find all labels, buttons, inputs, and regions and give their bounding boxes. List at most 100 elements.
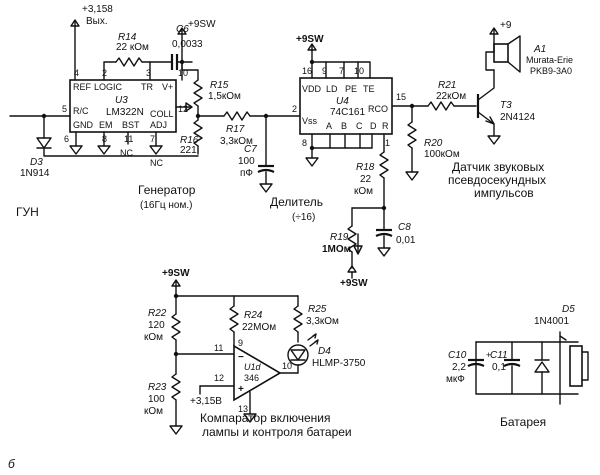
detector-supply: +9 — [500, 20, 512, 31]
u3-pin-7: 7 — [150, 134, 155, 144]
r21-ref: R21 — [438, 80, 456, 91]
r25-value: 3,3кОм — [306, 316, 339, 327]
r24-ref: R24 — [244, 310, 263, 321]
d3-ref: D3 — [30, 157, 43, 168]
u4-pin-2: 2 — [292, 104, 297, 114]
u1d-plus: + — [238, 384, 244, 395]
u3-pin-12: 12 — [178, 104, 188, 114]
u1d-pin-13: 13 — [238, 404, 248, 414]
d5-ref: D5 — [562, 304, 575, 315]
d4-led — [287, 344, 309, 366]
comparator-caption-1: Компаратор включения — [200, 411, 330, 425]
c11-value: 0,1 — [492, 362, 506, 373]
u3-pin-4: 4 — [74, 68, 79, 78]
c8-value: 0,01 — [396, 235, 416, 246]
c11-ref: C11 — [490, 350, 508, 361]
c10-value-2: мкФ — [446, 374, 465, 385]
u3-pin-coll: COLL — [150, 109, 174, 119]
comparator-section: +9SW R22 120 кОм R23 100 кОм R24 22МОм 9… — [144, 268, 366, 439]
u4-pin-pe: PE — [345, 84, 357, 94]
generator-out-voltage: +3,158 — [82, 4, 113, 15]
u3-pin-gnd: GND — [73, 120, 94, 130]
generator-out-label: Вых. — [86, 16, 108, 27]
divider-caption-2: (÷16) — [292, 212, 315, 223]
detector-caption-1: Датчик звуковых — [452, 160, 544, 174]
r18-ref: R18 — [356, 162, 375, 173]
d3-part: 1N914 — [20, 168, 50, 179]
a1-buzzer — [493, 43, 509, 63]
r22-value-2: кОм — [144, 332, 163, 343]
comparator-vref: +3,15В — [190, 396, 222, 407]
u3-pin-em: EM — [99, 120, 113, 130]
a1-ref: A1 — [533, 44, 546, 55]
u1d-minus: − — [238, 352, 244, 363]
r23-value-2: кОм — [144, 406, 163, 417]
divider-section: U4 74C161 VDD LD PE TE RCO Vss A B C D R… — [270, 34, 416, 289]
r14-ref: R14 — [118, 32, 137, 43]
r16-ref: R16 — [180, 135, 199, 146]
r22-ref: R22 — [148, 308, 167, 319]
r21-value: 22кОм — [436, 91, 466, 102]
u3-pin-tr: TR — [141, 82, 153, 92]
a1-part-1: Murata-Erie — [526, 55, 573, 65]
t3-ref: T3 — [500, 100, 512, 111]
u4-pin-vss: Vss — [302, 116, 318, 126]
divider-supply-top: +9SW — [296, 34, 324, 45]
d4-part: HLMP-3750 — [312, 358, 366, 369]
u3-nc-1: NC — [120, 148, 133, 158]
r23-value-1: 100 — [148, 394, 165, 405]
c8-ref: C8 — [398, 222, 411, 233]
comparator-caption-2: лампы и контроля батареи — [202, 425, 352, 439]
battery-caption: Батарея — [500, 415, 546, 429]
u3-pin-10: 10 — [178, 68, 188, 78]
r19-ref: R19 — [330, 232, 349, 243]
u3-pin-5: 5 — [62, 104, 67, 114]
generator-supply: +9SW — [188, 19, 216, 30]
u3-pin-refl: REF — [73, 82, 92, 92]
u1d-pin-10: 10 — [282, 361, 292, 371]
r17-ref: R17 — [226, 124, 245, 135]
u4-pin-r: R — [382, 121, 389, 131]
generator-caption-1: Генератор — [138, 183, 196, 197]
c6-value: 0,0033 — [172, 39, 203, 50]
comparator-supply: +9SW — [162, 268, 190, 279]
c10-ref: C10 — [448, 350, 467, 361]
u3-pin-vplus: V+ — [162, 82, 173, 92]
r22-value-1: 120 — [148, 320, 165, 331]
t3-part: 2N4124 — [500, 112, 535, 123]
detector-section: R21 22кОм R20 100кОм T3 2N4124 +9 A1 Mur… — [391, 20, 573, 200]
u4-pin-vdd: VDD — [302, 84, 322, 94]
u4-pin-rco: RCO — [368, 104, 388, 114]
u4-pin-8: 8 — [302, 138, 307, 148]
r14-value: 22 кОм — [116, 42, 149, 53]
c7-value-1: 100 — [238, 156, 255, 167]
u4-pin-b: B — [341, 121, 347, 131]
r23-ref: R23 — [148, 382, 167, 393]
r17-value: 3,3кОм — [220, 136, 253, 147]
c10-plus-mark: + — [486, 350, 491, 360]
generator-section: U3 LM322N REF LOGIC TR V+ R/C GND EM BST… — [9, 4, 301, 219]
u4-pin-a: A — [326, 121, 332, 131]
u4-pin-16: 16 — [302, 66, 312, 76]
u1d-opamp — [233, 344, 282, 402]
divider-supply-bottom: +9SW — [340, 278, 368, 289]
r16-value: 221 — [180, 145, 197, 156]
u3-pin-bst: BST — [122, 120, 140, 130]
detector-caption-2: псевдосекундных — [448, 173, 546, 187]
r18-value-2: кОм — [354, 186, 373, 197]
u1d-ref: U1d — [244, 362, 262, 372]
r24-value: 22МОм — [242, 322, 276, 333]
u4-pin-te: TE — [363, 84, 375, 94]
r19-value: 1МОм — [322, 244, 351, 255]
u3-pin-6: 6 — [64, 134, 69, 144]
u1d-pin-9: 9 — [238, 338, 243, 348]
r15-ref: R15 — [210, 80, 229, 91]
u4-ref: U4 — [336, 96, 349, 107]
battery-section: + C10 2,2 мкФ C11 0,1 D5 1N4001 Батарея — [446, 304, 589, 429]
u4-pin-15: 15 — [396, 92, 406, 102]
u4-part: 74C161 — [330, 107, 365, 118]
detector-caption-3: импульсов — [474, 186, 534, 200]
u4-pin-ld: LD — [326, 84, 338, 94]
c10-value-1: 2,2 — [452, 362, 466, 373]
